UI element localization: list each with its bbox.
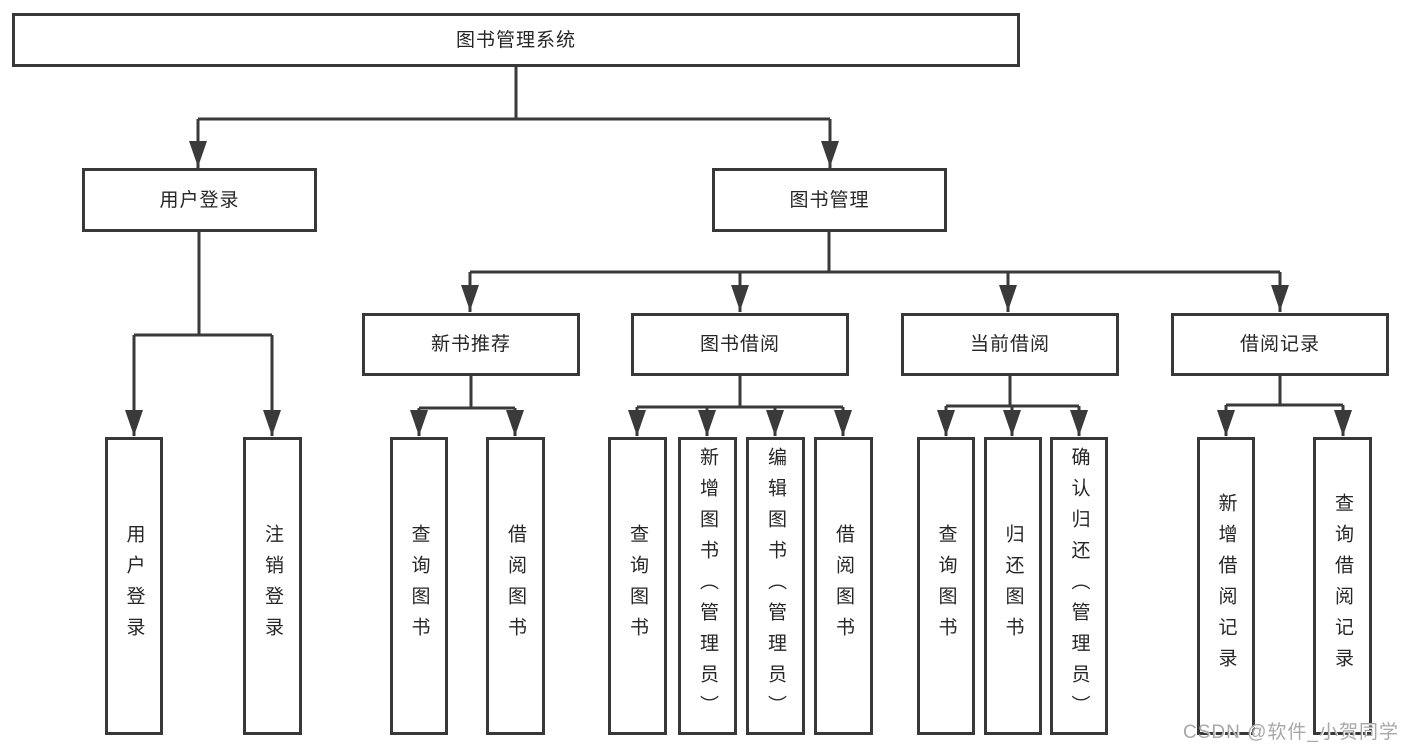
node-current-borrow: 当前借阅 [901,313,1119,376]
leaf-query-books: 查询图书 [608,437,667,735]
leaf-confirm-return-admin: 确认归还（管理员） [1050,437,1108,735]
leaf-label: 查询图书 [627,524,648,648]
leaf-query-books-recommend: 查询图书 [390,437,448,735]
leaf-label: 新增借阅记录 [1215,493,1237,679]
leaf-query-borrow-record: 查询借阅记录 [1313,437,1372,735]
leaf-label: 借阅图书 [833,524,854,648]
node-borrow-record: 借阅记录 [1171,313,1389,376]
leaf-return-books: 归还图书 [984,437,1042,735]
leaf-label: 用户登录 [123,524,145,648]
leaf-label: 归还图书 [1002,524,1024,648]
leaf-add-books-admin: 新增图书（管理员） [678,437,737,735]
node-book-borrow: 图书借阅 [631,313,849,376]
node-user-login: 用户登录 [82,168,317,232]
leaf-label: 新增图书（管理员） [697,446,718,726]
leaf-add-borrow-record: 新增借阅记录 [1197,437,1255,735]
leaf-label: 编辑图书（管理员） [765,446,786,726]
leaf-label: 注销登录 [262,524,283,648]
csdn-watermark: CSDN @软件_小贺同学 [1183,722,1399,743]
node-new-book-recommend: 新书推荐 [362,313,580,376]
leaf-label: 查询图书 [935,524,957,648]
node-book-management: 图书管理 [712,168,947,232]
leaf-label: 借阅图书 [505,524,526,648]
leaf-label: 查询借阅记录 [1332,493,1353,679]
leaf-query-books-current: 查询图书 [917,437,975,735]
leaf-label: 确认归还（管理员） [1068,446,1090,726]
node-library-management-system: 图书管理系统 [12,13,1020,67]
leaf-user-login: 用户登录 [105,437,163,735]
leaf-edit-books-admin: 编辑图书（管理员） [746,437,805,735]
leaf-label: 查询图书 [408,524,430,648]
leaf-logout: 注销登录 [243,437,302,735]
leaf-borrow-books: 借阅图书 [814,437,873,735]
leaf-borrow-books-recommend: 借阅图书 [486,437,545,735]
